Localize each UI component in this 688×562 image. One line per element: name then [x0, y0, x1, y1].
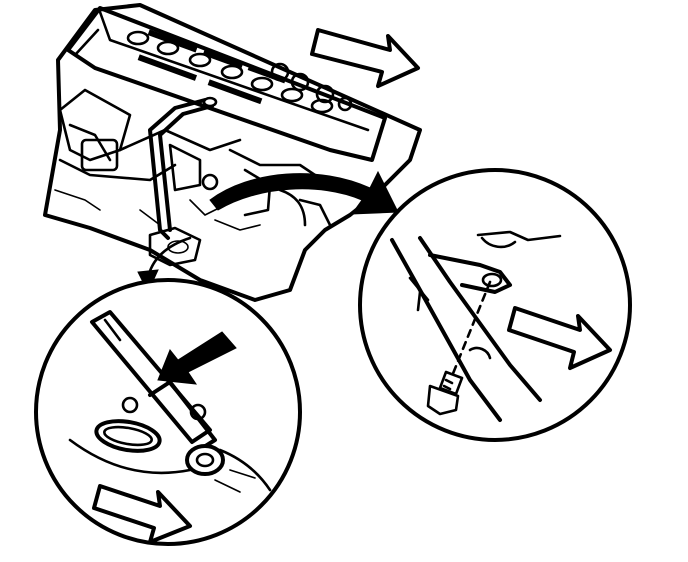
dipstick-tube	[148, 96, 218, 240]
curved-arrow-to-right-detail	[209, 170, 399, 215]
detail-right	[358, 168, 632, 442]
direction-arrow-right-detail	[507, 306, 612, 370]
pointer-arrow-left-detail	[157, 331, 237, 385]
direction-arrow-bottom-left	[92, 484, 192, 544]
bolt	[426, 370, 464, 416]
detail-left	[34, 278, 302, 546]
direction-arrow-top	[310, 28, 420, 88]
valve-cover	[66, 6, 387, 162]
